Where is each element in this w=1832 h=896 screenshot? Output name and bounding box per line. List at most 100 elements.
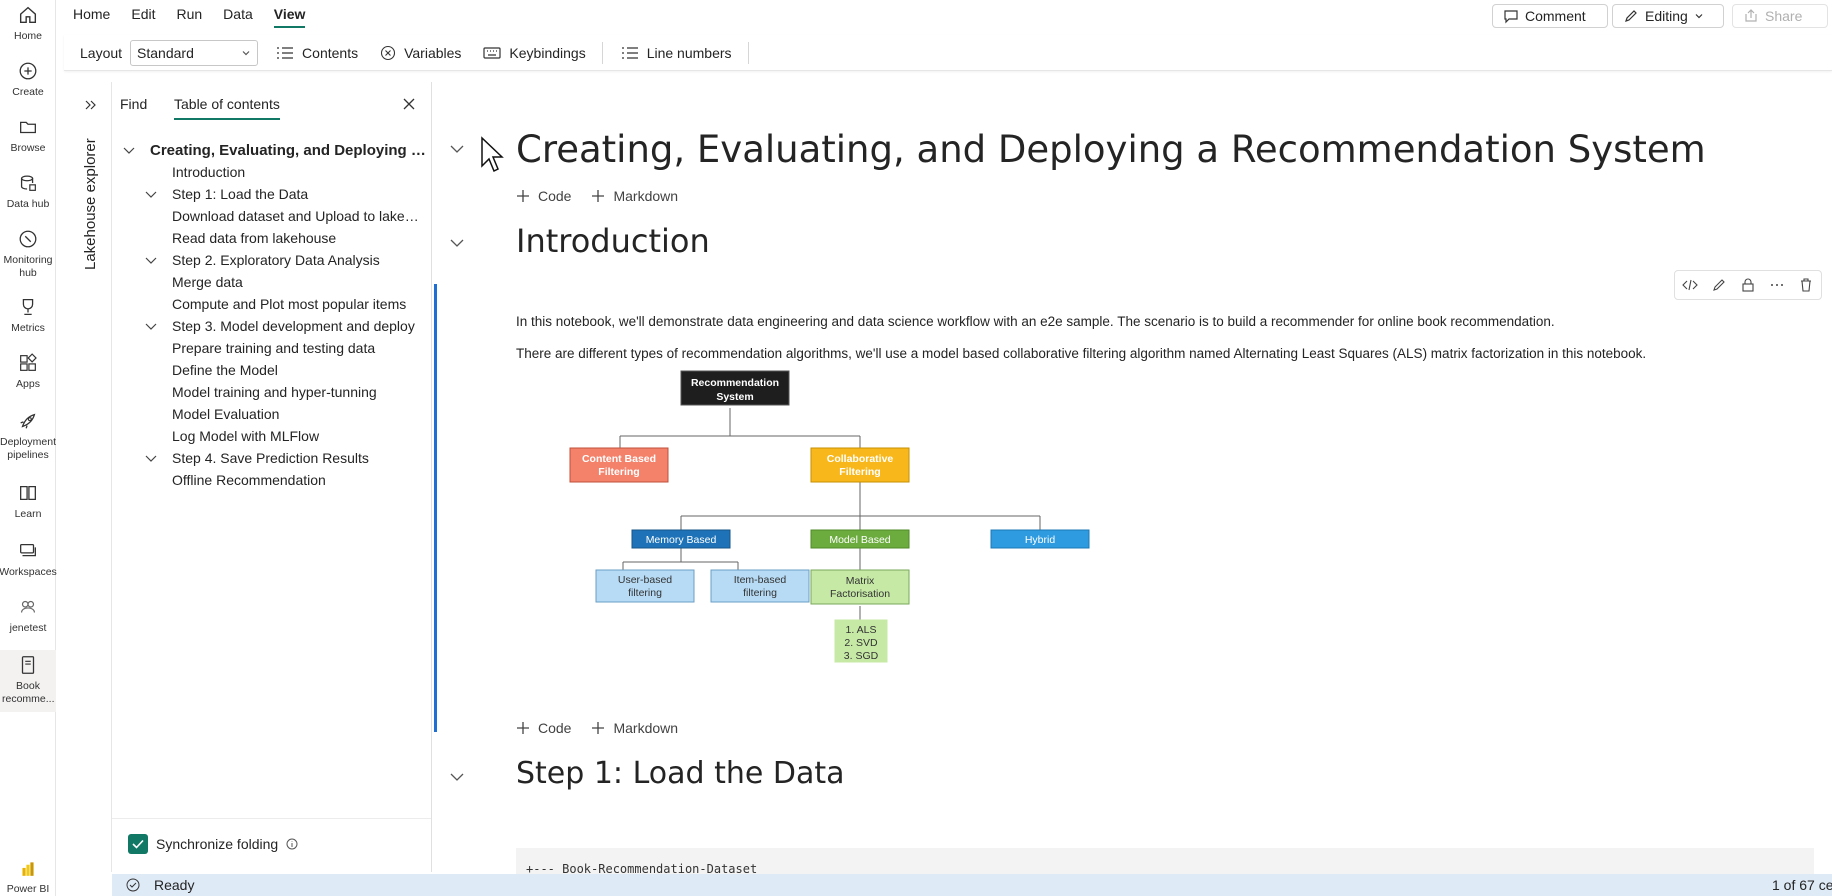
add-markdown-button[interactable]: Markdown: [591, 720, 678, 736]
collapse-cell-chevron-icon[interactable]: [448, 234, 466, 252]
toc-collapse-chevron-icon[interactable]: [144, 320, 158, 334]
status-bar: Ready 1 of 67 ce: [112, 874, 1832, 896]
keyboard-icon: [483, 46, 502, 59]
workspace-icon: [20, 600, 36, 613]
toc-collapse-chevron-icon[interactable]: [122, 144, 136, 158]
toc-item[interactable]: Define the Model: [172, 362, 278, 378]
toc-item[interactable]: Prepare training and testing data: [172, 340, 376, 356]
rail-label-workspaces: Workspaces: [0, 566, 57, 578]
lakehouse-explorer-label[interactable]: Lakehouse explorer: [82, 138, 99, 270]
expand-panel-icon[interactable]: [84, 98, 98, 112]
rail-book-recommendation[interactable]: Book recomme...: [0, 650, 56, 712]
menu-data[interactable]: Data: [223, 6, 253, 22]
close-icon[interactable]: [402, 97, 416, 111]
collapse-cell-chevron-icon[interactable]: [448, 768, 466, 786]
rail-metrics[interactable]: Metrics: [0, 296, 56, 338]
user-line-2: filtering: [628, 587, 662, 599]
sync-checkbox[interactable]: [128, 834, 148, 854]
status-text: Ready: [154, 877, 195, 893]
toc-collapse-chevron-icon[interactable]: [144, 254, 158, 268]
menu-run[interactable]: Run: [176, 6, 203, 22]
editing-mode-button[interactable]: Editing: [1612, 4, 1724, 28]
toc-item[interactable]: Compute and Plot most popular items: [172, 296, 407, 312]
toc-item[interactable]: Download dataset and Upload to lakehouse: [172, 208, 426, 224]
toc-collapse-chevron-icon[interactable]: [144, 188, 158, 202]
matrix-line-1: Matrix: [846, 575, 875, 587]
toc-item[interactable]: Model training and hyper-tunning: [172, 384, 377, 400]
menu-home[interactable]: Home: [73, 6, 111, 22]
rail-label-book-recommendation: Book recomme...: [2, 680, 55, 705]
toc-item[interactable]: Step 4. Save Prediction Results: [172, 450, 369, 466]
toc-item[interactable]: Read data from lakehouse: [172, 230, 337, 246]
tab-table-of-contents[interactable]: Table of contents: [174, 96, 280, 120]
introduction-heading: Introduction: [516, 222, 710, 260]
notebook-title-heading: Creating, Evaluating, and Deploying a Re…: [516, 128, 1706, 171]
notebook-icon: [21, 656, 35, 674]
collapse-cell-chevron-icon[interactable]: [448, 140, 466, 158]
rail-power-bi[interactable]: Power BI: [0, 860, 56, 896]
node-model-based: Model Based: [810, 529, 910, 549]
toc-item[interactable]: Step 1: Load the Data: [172, 186, 309, 202]
share-button[interactable]: Share: [1732, 4, 1828, 28]
rail-data-hub[interactable]: Data hub: [0, 172, 56, 214]
rail-label-create: Create: [12, 86, 44, 98]
lock-icon[interactable]: [1740, 277, 1756, 293]
view-ribbon: Layout Standard Contents Variables Keybi…: [64, 35, 1832, 71]
matrix-line-2: Factorisation: [830, 588, 890, 600]
toc-item[interactable]: Merge data: [172, 274, 243, 290]
rail-label-apps: Apps: [16, 378, 40, 390]
node-collaborative: Collaborative Filtering: [810, 447, 910, 483]
edit-icon[interactable]: [1711, 277, 1727, 293]
toc-item[interactable]: Step 2. Exploratory Data Analysis: [172, 252, 380, 268]
cell-count: 1 of 67 ce: [1772, 877, 1832, 893]
add-markdown-label: Markdown: [613, 188, 679, 204]
code-view-icon[interactable]: [1681, 277, 1698, 293]
add-markdown-button[interactable]: Markdown: [591, 188, 678, 204]
rail-deployment-pipelines[interactable]: Deployment pipelines: [0, 410, 56, 466]
code-cell[interactable]: +--- Book-Recommendation-Dataset: [516, 848, 1814, 874]
comment-button[interactable]: Comment: [1492, 4, 1608, 28]
toc-item[interactable]: Log Model with MLFlow: [172, 428, 320, 444]
node-algorithms: 1. ALS 2. SVD 3. SGD: [834, 619, 888, 663]
rail-monitoring-hub[interactable]: Monitoring hub: [0, 228, 56, 284]
node-item-based: Item-based filtering: [710, 569, 810, 603]
toc-item[interactable]: Model Evaluation: [172, 406, 280, 422]
delete-icon[interactable]: [1798, 277, 1814, 293]
toc-collapse-chevron-icon[interactable]: [144, 452, 158, 466]
rail-browse[interactable]: Browse: [0, 116, 56, 158]
add-code-button[interactable]: Code: [516, 720, 571, 736]
rail-learn[interactable]: Learn: [0, 482, 56, 524]
add-code-button[interactable]: Code: [516, 188, 571, 204]
keybindings-button[interactable]: Keybindings: [483, 44, 586, 61]
rail-label-jenetest: jenetest: [9, 622, 47, 634]
contents-button[interactable]: Contents: [276, 45, 358, 61]
plus-icon: [592, 722, 605, 734]
add-code-label: Code: [538, 188, 572, 204]
rail-label-power-bi: Power BI: [6, 883, 50, 895]
tab-find[interactable]: Find: [120, 96, 148, 112]
toc-item[interactable]: Step 3. Model development and deploy: [172, 318, 415, 334]
rail-workspaces[interactable]: Workspaces: [0, 540, 57, 582]
toc-item[interactable]: Creating, Evaluating, and Deploying a Re…: [150, 142, 426, 159]
line-numbers-icon: [621, 46, 638, 59]
toc-item[interactable]: Introduction: [172, 164, 246, 180]
layout-select[interactable]: Standard: [130, 39, 259, 66]
sync-label: Synchronize folding: [156, 836, 279, 852]
synchronize-folding-toggle[interactable]: Synchronize folding: [128, 834, 298, 854]
item-line-1: Item-based: [734, 574, 787, 586]
menu-edit[interactable]: Edit: [131, 6, 156, 22]
toc-item[interactable]: Offline Recommendation: [172, 472, 326, 488]
layout-value: Standard: [137, 44, 194, 61]
rail-create[interactable]: Create: [0, 60, 56, 102]
lakehouse-explorer-strip[interactable]: [72, 82, 112, 872]
rail-jenetest[interactable]: jenetest: [0, 596, 56, 638]
toc-divider: [112, 818, 431, 819]
rail-apps[interactable]: Apps: [0, 352, 56, 394]
line-numbers-button[interactable]: Line numbers: [621, 45, 732, 61]
menu-view[interactable]: View: [273, 6, 306, 28]
rail-home[interactable]: Home: [0, 4, 56, 46]
more-options-icon[interactable]: [1769, 277, 1785, 293]
keybindings-label: Keybindings: [509, 44, 586, 61]
info-icon[interactable]: [286, 838, 298, 850]
variables-button[interactable]: Variables: [380, 45, 461, 61]
